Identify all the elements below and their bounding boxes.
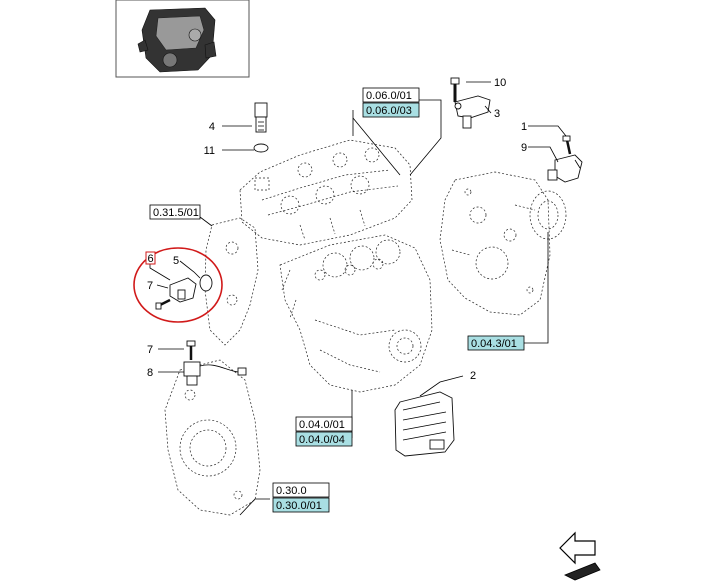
sensor-part-8[interactable] xyxy=(183,361,247,386)
callout-numbers: 4 11 10 3 1 9 5 7 7 8 2 xyxy=(147,77,527,382)
svg-text:0.31.5/01: 0.31.5/01 xyxy=(153,207,199,219)
svg-text:0.06.0/03: 0.06.0/03 xyxy=(366,105,412,117)
engine-block-illustration xyxy=(279,234,433,393)
callout-10[interactable]: 10 xyxy=(494,77,506,89)
svg-text:0.04.0/01: 0.04.0/01 xyxy=(299,419,345,431)
o-ring-part-5[interactable] xyxy=(199,274,213,292)
ref-box-0-06-0[interactable]: 0.06.0/01 0.06.0/03 xyxy=(362,87,420,118)
timing-cover-illustration xyxy=(204,217,259,346)
flywheel-housing-illustration xyxy=(164,359,261,516)
sensor-part-3[interactable] xyxy=(454,95,491,129)
callout-1[interactable]: 1 xyxy=(521,121,527,133)
callout-5[interactable]: 5 xyxy=(173,255,179,267)
svg-text:0.06.0/01: 0.06.0/01 xyxy=(366,90,412,102)
svg-text:0.30.0: 0.30.0 xyxy=(276,485,307,497)
callout-9[interactable]: 9 xyxy=(521,142,527,154)
ref-box-0-04-0[interactable]: 0.04.0/01 0.04.0/04 xyxy=(295,416,353,447)
gear-housing-illustration xyxy=(439,171,551,316)
svg-text:0.30.0/01: 0.30.0/01 xyxy=(276,500,322,512)
next-page-arrow-button[interactable] xyxy=(559,531,601,581)
callout-6[interactable]: 6 xyxy=(145,251,156,265)
callout-2[interactable]: 2 xyxy=(470,370,476,382)
callout-3[interactable]: 3 xyxy=(494,108,500,120)
callout-8[interactable]: 8 xyxy=(147,367,153,379)
svg-text:0.04.0/04: 0.04.0/04 xyxy=(299,434,345,446)
pressure-sensor-part-4[interactable] xyxy=(254,102,268,133)
speed-sensor-part-9[interactable] xyxy=(547,154,583,183)
ref-box-0-31-5[interactable]: 0.31.5/01 xyxy=(149,204,201,220)
highlight-circle xyxy=(133,247,223,323)
flywheel-detail xyxy=(529,190,567,240)
svg-text:0.04.3/01: 0.04.3/01 xyxy=(471,338,517,350)
sensor-part-6[interactable] xyxy=(169,277,197,303)
ref-box-0-04-3[interactable]: 0.04.3/01 xyxy=(467,335,525,351)
svg-text:6: 6 xyxy=(147,253,153,265)
cylinder-head-illustration xyxy=(239,139,413,246)
engine-thumbnail[interactable] xyxy=(115,0,250,78)
callout-7-upper[interactable]: 7 xyxy=(147,280,153,292)
bolt-part-7-upper[interactable] xyxy=(155,298,171,310)
ecu-part-2[interactable] xyxy=(394,391,455,457)
bolt-part-10[interactable] xyxy=(450,77,460,102)
callout-11[interactable]: 11 xyxy=(204,145,215,157)
bolt-part-7-lower[interactable] xyxy=(186,340,196,360)
arrow-shadow-icon xyxy=(564,562,601,581)
ref-box-0-30-0[interactable]: 0.30.0 0.30.0/01 xyxy=(272,482,330,513)
engine-thumbnail-image xyxy=(137,7,217,73)
callout-4[interactable]: 4 xyxy=(209,121,215,133)
o-ring-part-11[interactable] xyxy=(253,143,269,153)
leader-lines xyxy=(149,81,567,516)
bolt-part-1[interactable] xyxy=(562,135,572,155)
callout-7-lower[interactable]: 7 xyxy=(147,344,153,356)
